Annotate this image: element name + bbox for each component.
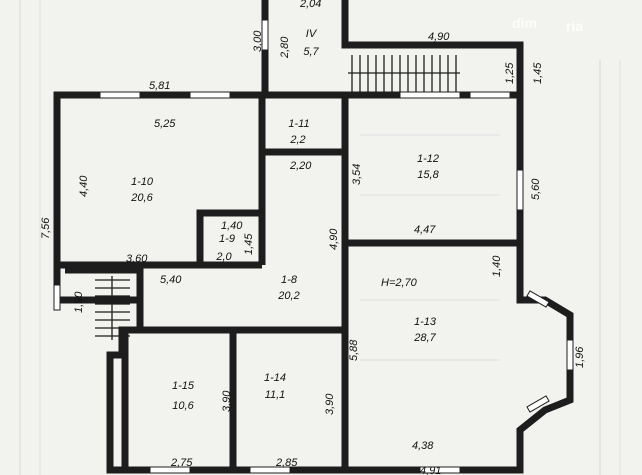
dim-4-90-top: 4,90: [428, 31, 450, 43]
dim-4-91: 4,91: [420, 465, 441, 475]
dim-7-56: 7,56: [40, 217, 52, 239]
window-top-far-right: [469, 91, 511, 99]
dim-2-75: 2,75: [170, 457, 193, 469]
room-1-13-id: 1-13: [414, 316, 437, 328]
dim-5-60: 5,60: [530, 178, 542, 200]
wall-stair-box: [65, 266, 144, 300]
window-top-left: [99, 91, 141, 99]
room-labels: 1-10 20,6 1-11 2,2 1-12 15,8 1-9 2,0 1-8…: [130, 28, 439, 412]
room-1-9-area: 2,0: [215, 251, 232, 263]
window-top-mid: [189, 91, 231, 99]
dim-1-40: 1,40: [221, 220, 243, 232]
room-1-8-id: 1-8: [281, 274, 298, 286]
dim-1-45b: 1,45: [243, 233, 255, 255]
dim-1-96: 1,96: [574, 346, 586, 368]
dim-3-54: 3,54: [351, 164, 363, 185]
room-1-9-id: 1-9: [219, 233, 235, 245]
room-1-11-area: 2,2: [289, 134, 305, 146]
dim-2-20: 2,20: [289, 160, 312, 172]
watermark-ria: ria: [566, 18, 583, 34]
dim-1-40b: 1,40: [491, 255, 503, 277]
dim-2-85: 2,85: [275, 457, 298, 469]
dim-2-04: 2,04: [299, 0, 321, 10]
room-1-15-id: 1-15: [172, 380, 195, 392]
window-bay-top: [526, 290, 550, 308]
room-1-14-id: 1-14: [264, 372, 286, 384]
room-1-12-id: 1-12: [417, 153, 439, 165]
dim-4-47: 4,47: [414, 224, 436, 236]
dim-2-80: 2,80: [279, 36, 291, 59]
dim-4-90: 4,90: [328, 228, 340, 250]
ceiling-height-note: H=2,70: [381, 277, 418, 289]
window-right-upper: [516, 169, 524, 211]
windows: [53, 19, 574, 474]
dim-4-40: 4,40: [78, 175, 90, 197]
window-top-right: [399, 91, 461, 99]
dim-5-81: 5,81: [149, 80, 170, 92]
dim-3-90a: 3,90: [221, 390, 233, 412]
dim-5-25: 5,25: [154, 118, 176, 130]
dim-4-38: 4,38: [412, 440, 434, 452]
room-1-13-area: 28,7: [413, 332, 436, 344]
stairs-lower: [95, 276, 130, 340]
room-1-10-id: 1-10: [131, 176, 154, 188]
window-bottom-right: [419, 466, 461, 474]
window-annex: [261, 19, 269, 51]
watermark-dim: dim: [512, 15, 537, 31]
room-1-10-area: 20,6: [130, 192, 153, 204]
wall-1-9: [196, 209, 262, 265]
room-1-15-area: 10,6: [172, 400, 194, 412]
room-1-14-area: 11,1: [265, 389, 286, 401]
dim-3-60: 3,60: [126, 253, 148, 265]
stairs-upper: [348, 55, 460, 92]
wall-segments: [53, 0, 574, 474]
room-iv-id: IV: [306, 28, 318, 40]
dimension-labels: 2,04 3,00 2,80 4,90 1,25 1,45 5,81 5,25 …: [40, 0, 586, 475]
dim-5-88: 5,88: [348, 339, 360, 361]
dim-1-90: 1,90: [73, 291, 85, 313]
window-bay-bottom: [526, 395, 550, 413]
room-1-8-area: 20,2: [277, 290, 299, 302]
window-bottom-left: [149, 466, 191, 474]
dim-3-90b: 3,90: [324, 393, 336, 415]
room-iv-area: 5,7: [303, 46, 319, 58]
dim-1-45: 1,45: [532, 62, 544, 84]
dim-5-40: 5,40: [160, 274, 182, 286]
room-1-11-id: 1-11: [288, 118, 309, 130]
room-1-12-area: 15,8: [417, 169, 439, 181]
window-bottom-mid: [249, 466, 291, 474]
window-bay-right: [566, 339, 574, 371]
window-left-stair: [53, 284, 61, 311]
watermark: dim ria: [512, 15, 583, 34]
dim-3-00: 3,00: [252, 30, 264, 52]
dim-1-25: 1,25: [504, 62, 516, 84]
